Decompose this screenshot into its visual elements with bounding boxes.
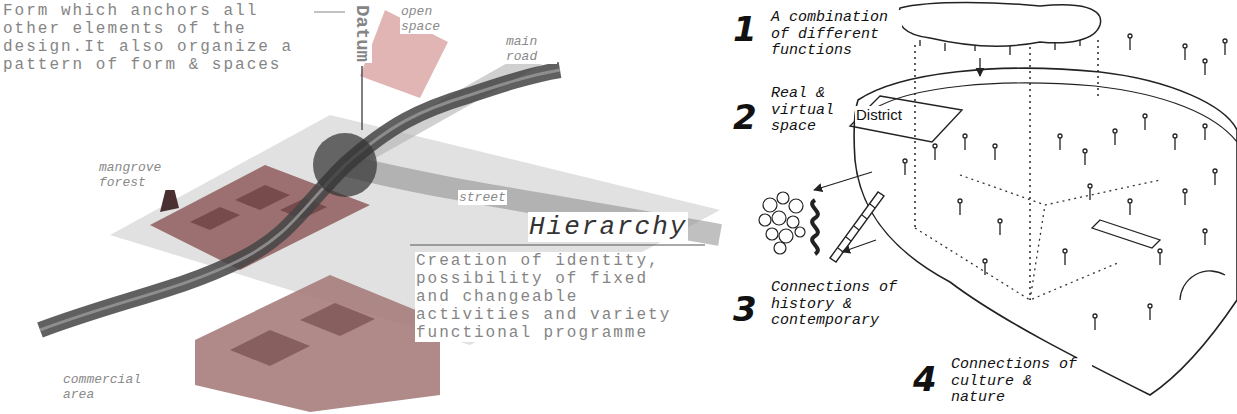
underline [410, 244, 705, 245]
site-label: open space [400, 4, 462, 34]
site-label: street [458, 190, 507, 205]
rock [789, 199, 803, 213]
concept-note: A combination of different functions [770, 10, 902, 60]
wall-ticks [838, 204, 875, 252]
building-blocks [230, 303, 375, 366]
dotted-projection [915, 40, 1098, 300]
dotted-paths [915, 175, 1160, 300]
callout-number: 4 [912, 360, 938, 398]
rock [774, 242, 786, 254]
rock [779, 229, 793, 243]
platform-objects [1092, 220, 1225, 300]
callout-number: 1 [732, 10, 758, 48]
concept-note: Connections of culture & nature [950, 357, 1092, 407]
rock [766, 228, 778, 240]
cloud-outline [899, 3, 1101, 47]
commercial-block [195, 275, 440, 412]
platform-outline [854, 68, 1237, 395]
site-label: mangrove forest [98, 160, 180, 190]
rock [795, 227, 805, 237]
serpentine-path [812, 200, 818, 254]
arrow-line [842, 240, 876, 252]
rock [772, 211, 786, 225]
arrow-line [979, 58, 980, 76]
rock [777, 192, 789, 204]
base-plane [110, 115, 720, 345]
callout-number: 3 [732, 290, 758, 328]
callout-number: 2 [732, 98, 758, 136]
district-building [850, 96, 962, 142]
leader-line [361, 66, 363, 130]
rock [759, 214, 771, 226]
figure-pins [903, 34, 1227, 330]
node-circle [313, 133, 377, 197]
drip-marks [920, 40, 1080, 55]
site-label: main road [505, 34, 557, 64]
rock-pile [759, 192, 805, 254]
site-label: commercial area [62, 372, 164, 402]
rock [763, 198, 777, 212]
segmented-wall [830, 192, 884, 262]
concept-note: Connections of history & contemporary [770, 280, 912, 330]
hierarchy-note: Creation of identity, possibility of fix… [415, 252, 687, 342]
district-label: District [855, 106, 903, 123]
arrow-line [814, 172, 872, 190]
design-note: Form which anchors all other elements of… [2, 2, 314, 74]
rock [787, 216, 799, 228]
platform-rim [872, 83, 1237, 142]
datum-title: Datum [351, 4, 372, 63]
concept-note: Real & virtual space [770, 86, 842, 136]
hierarchy-title: Hierarchy [528, 212, 688, 242]
